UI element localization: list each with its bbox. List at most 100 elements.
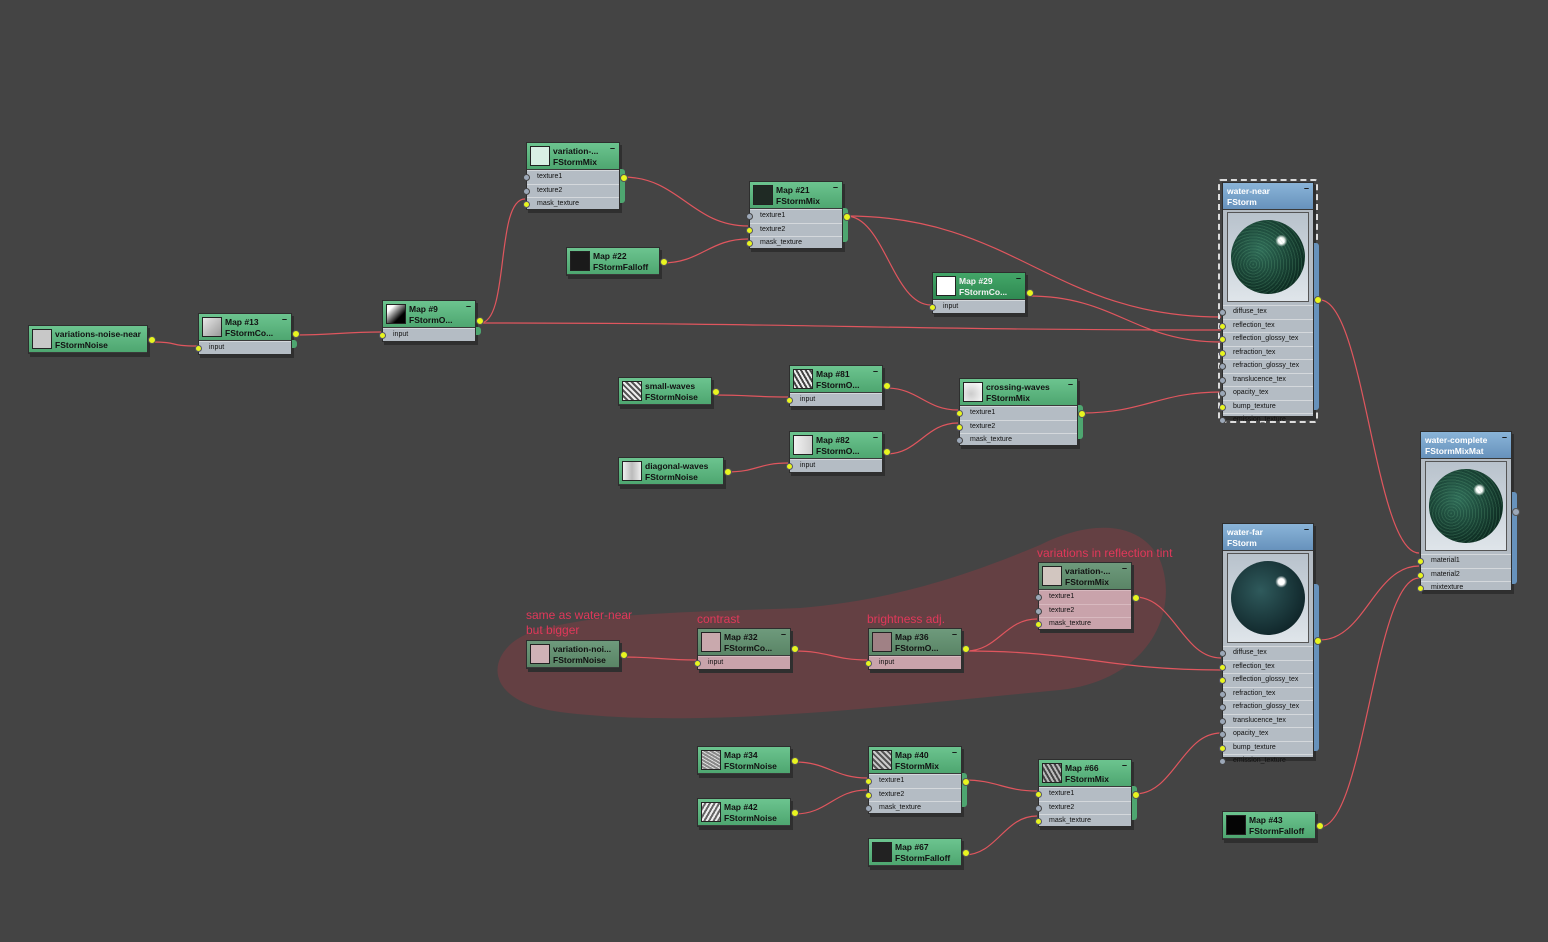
input-slot[interactable]: texture2: [865, 787, 961, 802]
socket-icon[interactable]: [746, 213, 753, 220]
input-slot[interactable]: translucence_tex: [1219, 372, 1313, 387]
input-slot[interactable]: texture2: [1035, 603, 1131, 618]
output-socket[interactable]: [1314, 637, 1322, 645]
input-slot[interactable]: emission_texture: [1219, 413, 1313, 427]
input-slot[interactable]: diffuse_tex: [1219, 646, 1313, 660]
input-slot[interactable]: texture1: [523, 170, 619, 184]
output-socket[interactable]: [660, 257, 668, 266]
socket-icon[interactable]: [865, 660, 872, 667]
socket-icon[interactable]: [1219, 403, 1226, 411]
minimize-icon[interactable]: –: [1121, 563, 1127, 573]
input-slot[interactable]: bump_texture: [1219, 740, 1313, 755]
input-slot[interactable]: texture2: [523, 183, 619, 198]
socket-icon[interactable]: [1219, 677, 1226, 684]
output-socket[interactable]: [791, 808, 799, 817]
output-socket[interactable]: [962, 848, 970, 857]
socket-icon[interactable]: [1035, 621, 1042, 628]
input-slot[interactable]: texture1: [956, 406, 1077, 420]
input-slot[interactable]: mask_texture: [865, 801, 961, 815]
minimize-icon[interactable]: –: [281, 314, 287, 324]
input-slot[interactable]: input: [786, 459, 882, 473]
output-socket[interactable]: [620, 174, 628, 182]
input-slot[interactable]: refraction_glossy_tex: [1219, 359, 1313, 373]
socket-icon[interactable]: [746, 240, 753, 247]
input-slot[interactable]: input: [865, 656, 961, 670]
socket-icon[interactable]: [1219, 744, 1226, 752]
input-slot[interactable]: material2: [1417, 567, 1511, 582]
output-socket[interactable]: [476, 317, 484, 325]
output-socket[interactable]: [712, 387, 720, 396]
input-slot[interactable]: input: [195, 341, 291, 355]
output-socket[interactable]: [843, 213, 851, 221]
minimize-icon[interactable]: –: [872, 366, 878, 376]
socket-icon[interactable]: [929, 304, 936, 311]
socket-icon[interactable]: [746, 226, 753, 234]
output-socket[interactable]: [1078, 410, 1086, 418]
minimize-icon[interactable]: –: [872, 432, 878, 442]
input-slot[interactable]: refraction_tex: [1219, 686, 1313, 701]
node-variation-mix-far[interactable]: variation-...FStormMix – texture1 textur…: [1035, 562, 1140, 631]
socket-icon[interactable]: [1219, 690, 1226, 698]
minimize-icon[interactable]: –: [951, 629, 957, 639]
input-slot[interactable]: reflection_glossy_tex: [1219, 673, 1313, 687]
input-slot[interactable]: texture1: [746, 209, 842, 223]
socket-icon[interactable]: [1219, 717, 1226, 725]
output-socket[interactable]: [791, 756, 799, 765]
minimize-icon[interactable]: –: [1121, 760, 1127, 770]
minimize-icon[interactable]: –: [951, 747, 957, 757]
minimize-icon[interactable]: –: [1303, 524, 1309, 534]
minimize-icon[interactable]: –: [609, 143, 615, 153]
socket-icon[interactable]: [1219, 663, 1226, 671]
input-slot[interactable]: texture1: [865, 774, 961, 788]
socket-icon[interactable]: [523, 174, 530, 181]
socket-icon[interactable]: [1219, 349, 1226, 357]
output-socket[interactable]: [883, 382, 891, 390]
socket-icon[interactable]: [379, 332, 386, 339]
socket-icon[interactable]: [1219, 731, 1226, 738]
minimize-icon[interactable]: –: [1303, 183, 1309, 193]
output-socket[interactable]: [962, 778, 970, 786]
socket-icon[interactable]: [1035, 607, 1042, 615]
socket-icon[interactable]: [1219, 390, 1226, 397]
output-socket[interactable]: [1314, 296, 1322, 304]
socket-icon[interactable]: [195, 345, 202, 352]
socket-icon[interactable]: [1417, 558, 1424, 565]
input-slot[interactable]: input: [694, 656, 790, 670]
input-slot[interactable]: texture2: [1035, 800, 1131, 815]
input-slot[interactable]: mask_texture: [1035, 617, 1131, 631]
socket-icon[interactable]: [1219, 376, 1226, 384]
minimize-icon[interactable]: –: [780, 629, 786, 639]
socket-icon[interactable]: [865, 791, 872, 799]
minimize-icon[interactable]: –: [832, 182, 838, 192]
input-slot[interactable]: opacity_tex: [1219, 727, 1313, 741]
input-slot[interactable]: mask_texture: [956, 433, 1077, 447]
socket-icon[interactable]: [1035, 818, 1042, 825]
socket-icon[interactable]: [694, 660, 701, 667]
minimize-icon[interactable]: –: [465, 301, 471, 311]
input-slot[interactable]: input: [379, 328, 475, 342]
input-slot[interactable]: input: [929, 300, 1025, 314]
output-socket[interactable]: [1512, 508, 1520, 516]
socket-icon[interactable]: [1219, 704, 1226, 711]
input-slot[interactable]: reflection_tex: [1219, 659, 1313, 674]
output-socket[interactable]: [292, 330, 300, 338]
socket-icon[interactable]: [786, 397, 793, 404]
socket-icon[interactable]: [1219, 322, 1226, 330]
input-slot[interactable]: mask_texture: [523, 197, 619, 211]
socket-icon[interactable]: [1417, 571, 1424, 579]
socket-icon[interactable]: [956, 437, 963, 444]
socket-icon[interactable]: [523, 187, 530, 195]
